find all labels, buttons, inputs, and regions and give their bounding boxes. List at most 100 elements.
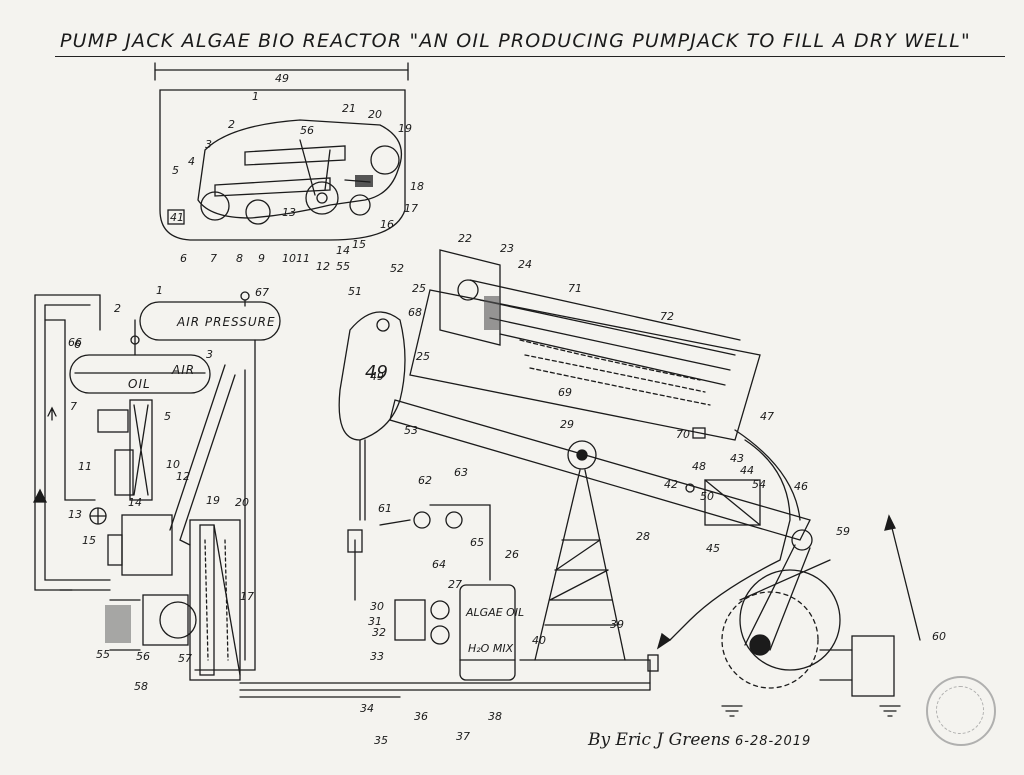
- callout-61: 61: [378, 502, 392, 515]
- callout-48: 48: [692, 460, 706, 473]
- air-label: AIR: [171, 363, 195, 377]
- h2o-mix-label: H₂O MIX: [468, 642, 514, 655]
- callout-53: 53: [404, 424, 418, 437]
- callout-47: 47: [760, 410, 774, 423]
- callout-8: 8: [236, 252, 243, 265]
- callout-37: 37: [456, 730, 470, 743]
- reactor-box: [121, 514, 173, 576]
- callout-36: 36: [414, 710, 428, 723]
- callout-30: 30: [370, 600, 384, 613]
- notary-stamp: [926, 676, 996, 746]
- callout-57: 57: [178, 652, 192, 665]
- callout-66: 66: [68, 336, 82, 349]
- callout-12: 12: [316, 260, 330, 273]
- callout-11: 11: [296, 252, 310, 265]
- callout-1: 1: [156, 284, 163, 297]
- callout-13: 13: [68, 508, 82, 521]
- callout-14: 14: [336, 244, 350, 257]
- callout-72: 72: [660, 310, 674, 323]
- callout-10: 10: [282, 252, 296, 265]
- air-pressure-label: AIR PRESSURE: [176, 315, 276, 329]
- callout-7: 7: [210, 252, 217, 265]
- callout-25: 25: [412, 282, 426, 295]
- callout-46: 46: [794, 480, 808, 493]
- callout-55: 55: [336, 260, 350, 273]
- callout-26: 26: [505, 548, 519, 561]
- crank-counterweight: [739, 569, 841, 671]
- callout-11: 11: [78, 460, 92, 473]
- callout-5: 5: [172, 164, 179, 177]
- callout-32: 32: [372, 626, 386, 639]
- callout-10: 10: [166, 458, 180, 471]
- callout-71: 71: [568, 282, 582, 295]
- callout-3: 3: [205, 138, 212, 151]
- callout-55: 55: [96, 648, 110, 661]
- callout-21: 21: [342, 102, 356, 115]
- oil-air-system-diagram: AIR PRESSURE AIR OIL: [32, 291, 281, 681]
- callout-7: 7: [70, 400, 77, 413]
- callout-52: 52: [390, 262, 404, 275]
- callout-20: 20: [235, 496, 249, 509]
- callout-40: 40: [532, 634, 546, 647]
- callout-20: 20: [368, 108, 382, 121]
- callout-2: 2: [114, 302, 121, 315]
- callout-31: 31: [368, 615, 382, 628]
- callout-25: 25: [416, 350, 430, 363]
- callout-33: 33: [370, 650, 384, 663]
- callout-5: 5: [164, 410, 171, 423]
- callout-34: 34: [360, 702, 374, 715]
- callout-15: 15: [352, 238, 366, 251]
- callout-63: 63: [454, 466, 468, 479]
- callout-65: 65: [470, 536, 484, 549]
- callout-44: 44: [740, 464, 754, 477]
- inventor-signature: By Eric J Greens: [588, 730, 731, 750]
- saddle-bearing: [567, 440, 597, 470]
- callout-64: 64: [432, 558, 446, 571]
- callout-16: 16: [380, 218, 394, 231]
- callout-19: 19: [398, 122, 412, 135]
- callout-6: 6: [180, 252, 187, 265]
- inset-detail: 49 41: [154, 62, 409, 241]
- callout-38: 38: [488, 710, 502, 723]
- drawing-title: Pump Jack Algae Bio Reactor "An Oil Prod…: [60, 30, 971, 52]
- callout-17: 17: [404, 202, 418, 215]
- callout-68: 68: [408, 306, 422, 319]
- inset-dimension-label: 49: [275, 72, 289, 85]
- callout-56: 56: [136, 650, 150, 663]
- signature-date: 6-28-2019: [735, 734, 812, 749]
- walking-beam: [389, 399, 811, 541]
- callout-58: 58: [134, 680, 148, 693]
- callout-17: 17: [240, 590, 254, 603]
- algae-oil-label: ALGAE OIL: [465, 606, 524, 619]
- inset-box-label: 41: [170, 211, 184, 224]
- callout-1: 1: [252, 90, 259, 103]
- callout-9: 9: [258, 252, 265, 265]
- callout-6: 6: [74, 338, 81, 351]
- callout-2: 2: [228, 118, 235, 131]
- callout-56: 56: [300, 124, 314, 137]
- callout-42: 42: [664, 478, 678, 491]
- callout-18: 18: [410, 180, 424, 193]
- battery-box: [851, 635, 895, 697]
- callout-43: 43: [730, 452, 744, 465]
- callout-24: 24: [518, 258, 532, 271]
- svg-text:49: 49: [365, 362, 388, 383]
- callout-49: 49: [370, 370, 384, 383]
- callout-3: 3: [206, 348, 213, 361]
- callout-27: 27: [448, 578, 462, 591]
- oil-label: OIL: [128, 377, 151, 391]
- callout-12: 12: [176, 470, 190, 483]
- pumpjack-callouts: 2223242525262728293031323334353637383940…: [348, 232, 946, 747]
- title-underline: [55, 56, 1005, 57]
- callout-67: 67: [255, 286, 269, 299]
- callout-15: 15: [82, 534, 96, 547]
- callout-69: 69: [558, 386, 572, 399]
- callout-22: 22: [458, 232, 472, 245]
- callout-4: 4: [188, 155, 195, 168]
- horse-head: [338, 311, 406, 441]
- callout-70: 70: [676, 428, 690, 441]
